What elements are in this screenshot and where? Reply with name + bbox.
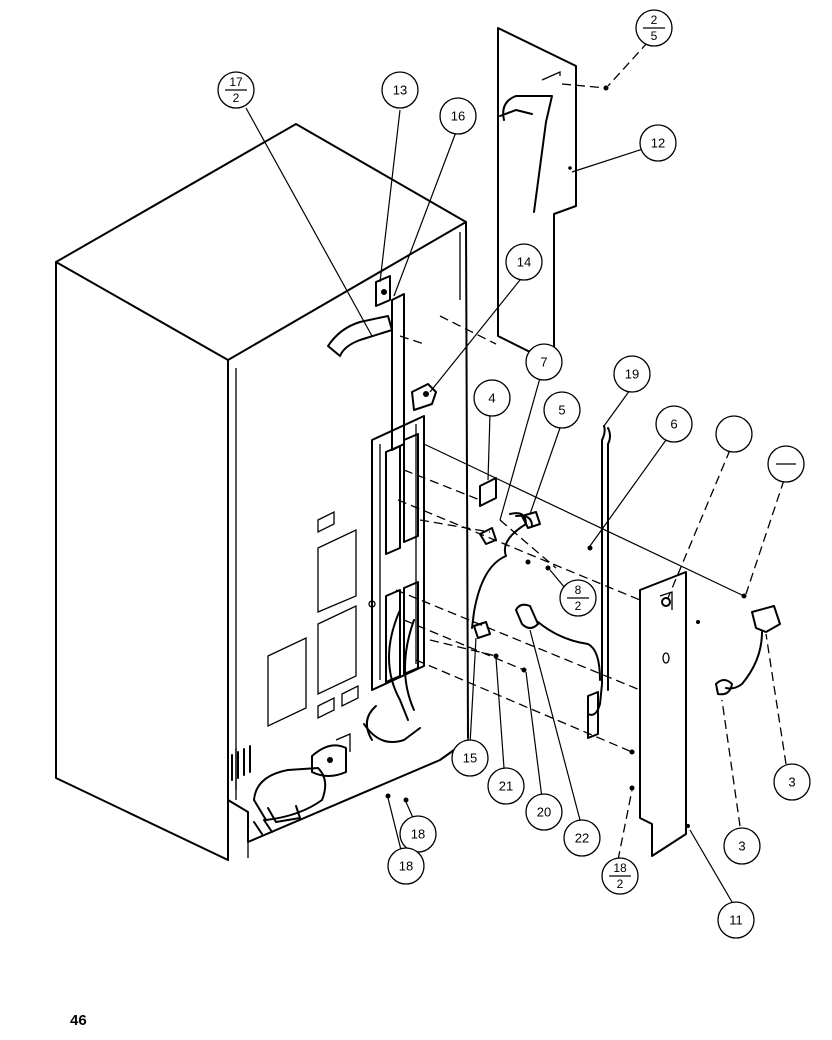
- callout-19: 19: [613, 355, 651, 393]
- cover-panel-12: [497, 27, 577, 365]
- callout-label: 18: [399, 859, 413, 874]
- callout-label: 21: [499, 779, 513, 794]
- callout-15: 15: [451, 739, 489, 777]
- callout-3: 3: [723, 827, 761, 865]
- callout-label: 22: [575, 831, 589, 846]
- callout-17-over-2: 17 2: [217, 71, 255, 109]
- callout-18-lower: 18: [387, 847, 425, 885]
- callout-denominator: 5: [651, 29, 658, 43]
- callout-8-over-2: 8 2: [559, 579, 597, 617]
- callout-label: 4: [488, 391, 495, 406]
- callout-label: 14: [517, 255, 531, 270]
- page-number: 46: [70, 1012, 87, 1029]
- callout-6: 6: [655, 405, 693, 443]
- callout-label: 18: [411, 827, 425, 842]
- callout-7: 7: [525, 343, 563, 381]
- callout-numerator: 8: [575, 583, 582, 597]
- callout-label: 7: [540, 355, 547, 370]
- callout-label: 11: [729, 913, 743, 928]
- leader-lines: [245, 41, 787, 903]
- callout-label: 20: [537, 805, 551, 820]
- callout-16: 16: [439, 97, 477, 135]
- callout-18: 18: [399, 815, 437, 853]
- callout-label: 3: [738, 839, 745, 854]
- callout-numerator: 18: [613, 861, 627, 875]
- callout-11: 11: [717, 901, 755, 939]
- callout-13: 13: [381, 71, 419, 109]
- callout-label: 6: [670, 417, 677, 432]
- callout-12: 12: [639, 124, 677, 162]
- callout-label: 3: [788, 775, 795, 790]
- refrigerator-cabinet: [55, 123, 469, 861]
- callout-21: 21: [487, 767, 525, 805]
- callout-2-over-5: 2 5: [635, 9, 673, 47]
- callout-5: 5: [543, 391, 581, 429]
- cover-panel-11: [639, 571, 700, 857]
- callout-label: 15: [463, 751, 477, 766]
- callout-20: 20: [525, 793, 563, 831]
- assembly-lines: [395, 83, 745, 753]
- callout-blank: [715, 415, 753, 453]
- callout-denominator: 2: [233, 91, 240, 105]
- callout-22: 22: [563, 819, 601, 857]
- callout-14: 14: [505, 243, 543, 281]
- callout-blank-fraction: [767, 445, 805, 483]
- callout-label: 5: [558, 403, 565, 418]
- callout-numerator: 2: [651, 13, 658, 27]
- callout-label: 12: [651, 136, 665, 151]
- callout-denominator: 2: [617, 877, 624, 891]
- callout-numerator: 17: [229, 75, 243, 89]
- callout-label: 13: [393, 83, 407, 98]
- callout-4: 4: [473, 379, 511, 417]
- callout-label: 19: [625, 367, 639, 382]
- condenser-assembly: [253, 275, 437, 835]
- callout-denominator: 2: [575, 599, 582, 613]
- callout-3-right: 3: [773, 763, 811, 801]
- callout-label: 16: [451, 109, 465, 124]
- callout-18-over-2: 18 2: [601, 857, 639, 895]
- small-parts: [385, 85, 781, 803]
